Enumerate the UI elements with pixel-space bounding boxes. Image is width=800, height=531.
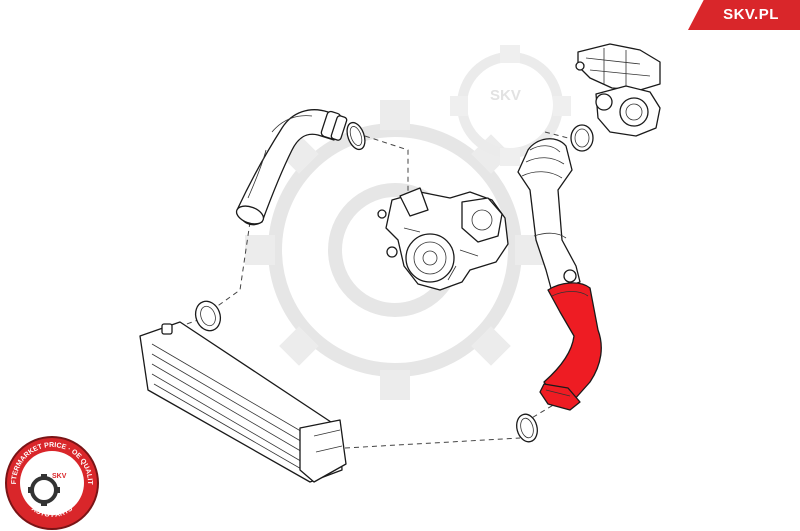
watermark-gear-small: SKV <box>450 45 571 166</box>
intake-hose <box>235 109 348 226</box>
badge-center-text: SKV <box>52 473 67 480</box>
o-ring-pipe <box>516 413 538 443</box>
o-ring-engine <box>570 124 594 152</box>
turbocharger <box>377 187 509 291</box>
o-ring-intercooler <box>194 300 222 332</box>
auto-parts-badge: AFTERMARKET PRICE · OE QUALITY AUTO PART… <box>0 0 99 530</box>
brand-tab-label: SKV.PL <box>723 6 779 23</box>
pressure-pipe-highlighted <box>539 282 602 411</box>
watermark-gear-large <box>245 100 545 400</box>
o-ring-intake <box>346 121 366 151</box>
intercooler <box>139 321 347 483</box>
pressure-pipe-upper <box>517 138 581 293</box>
brand-tab[interactable]: SKV.PL <box>688 0 800 30</box>
engine-assembly <box>575 43 661 137</box>
watermark-text: SKV <box>490 87 521 104</box>
badge-ring-top: AFTERMARKET PRICE · OE QUALITY <box>0 0 93 486</box>
